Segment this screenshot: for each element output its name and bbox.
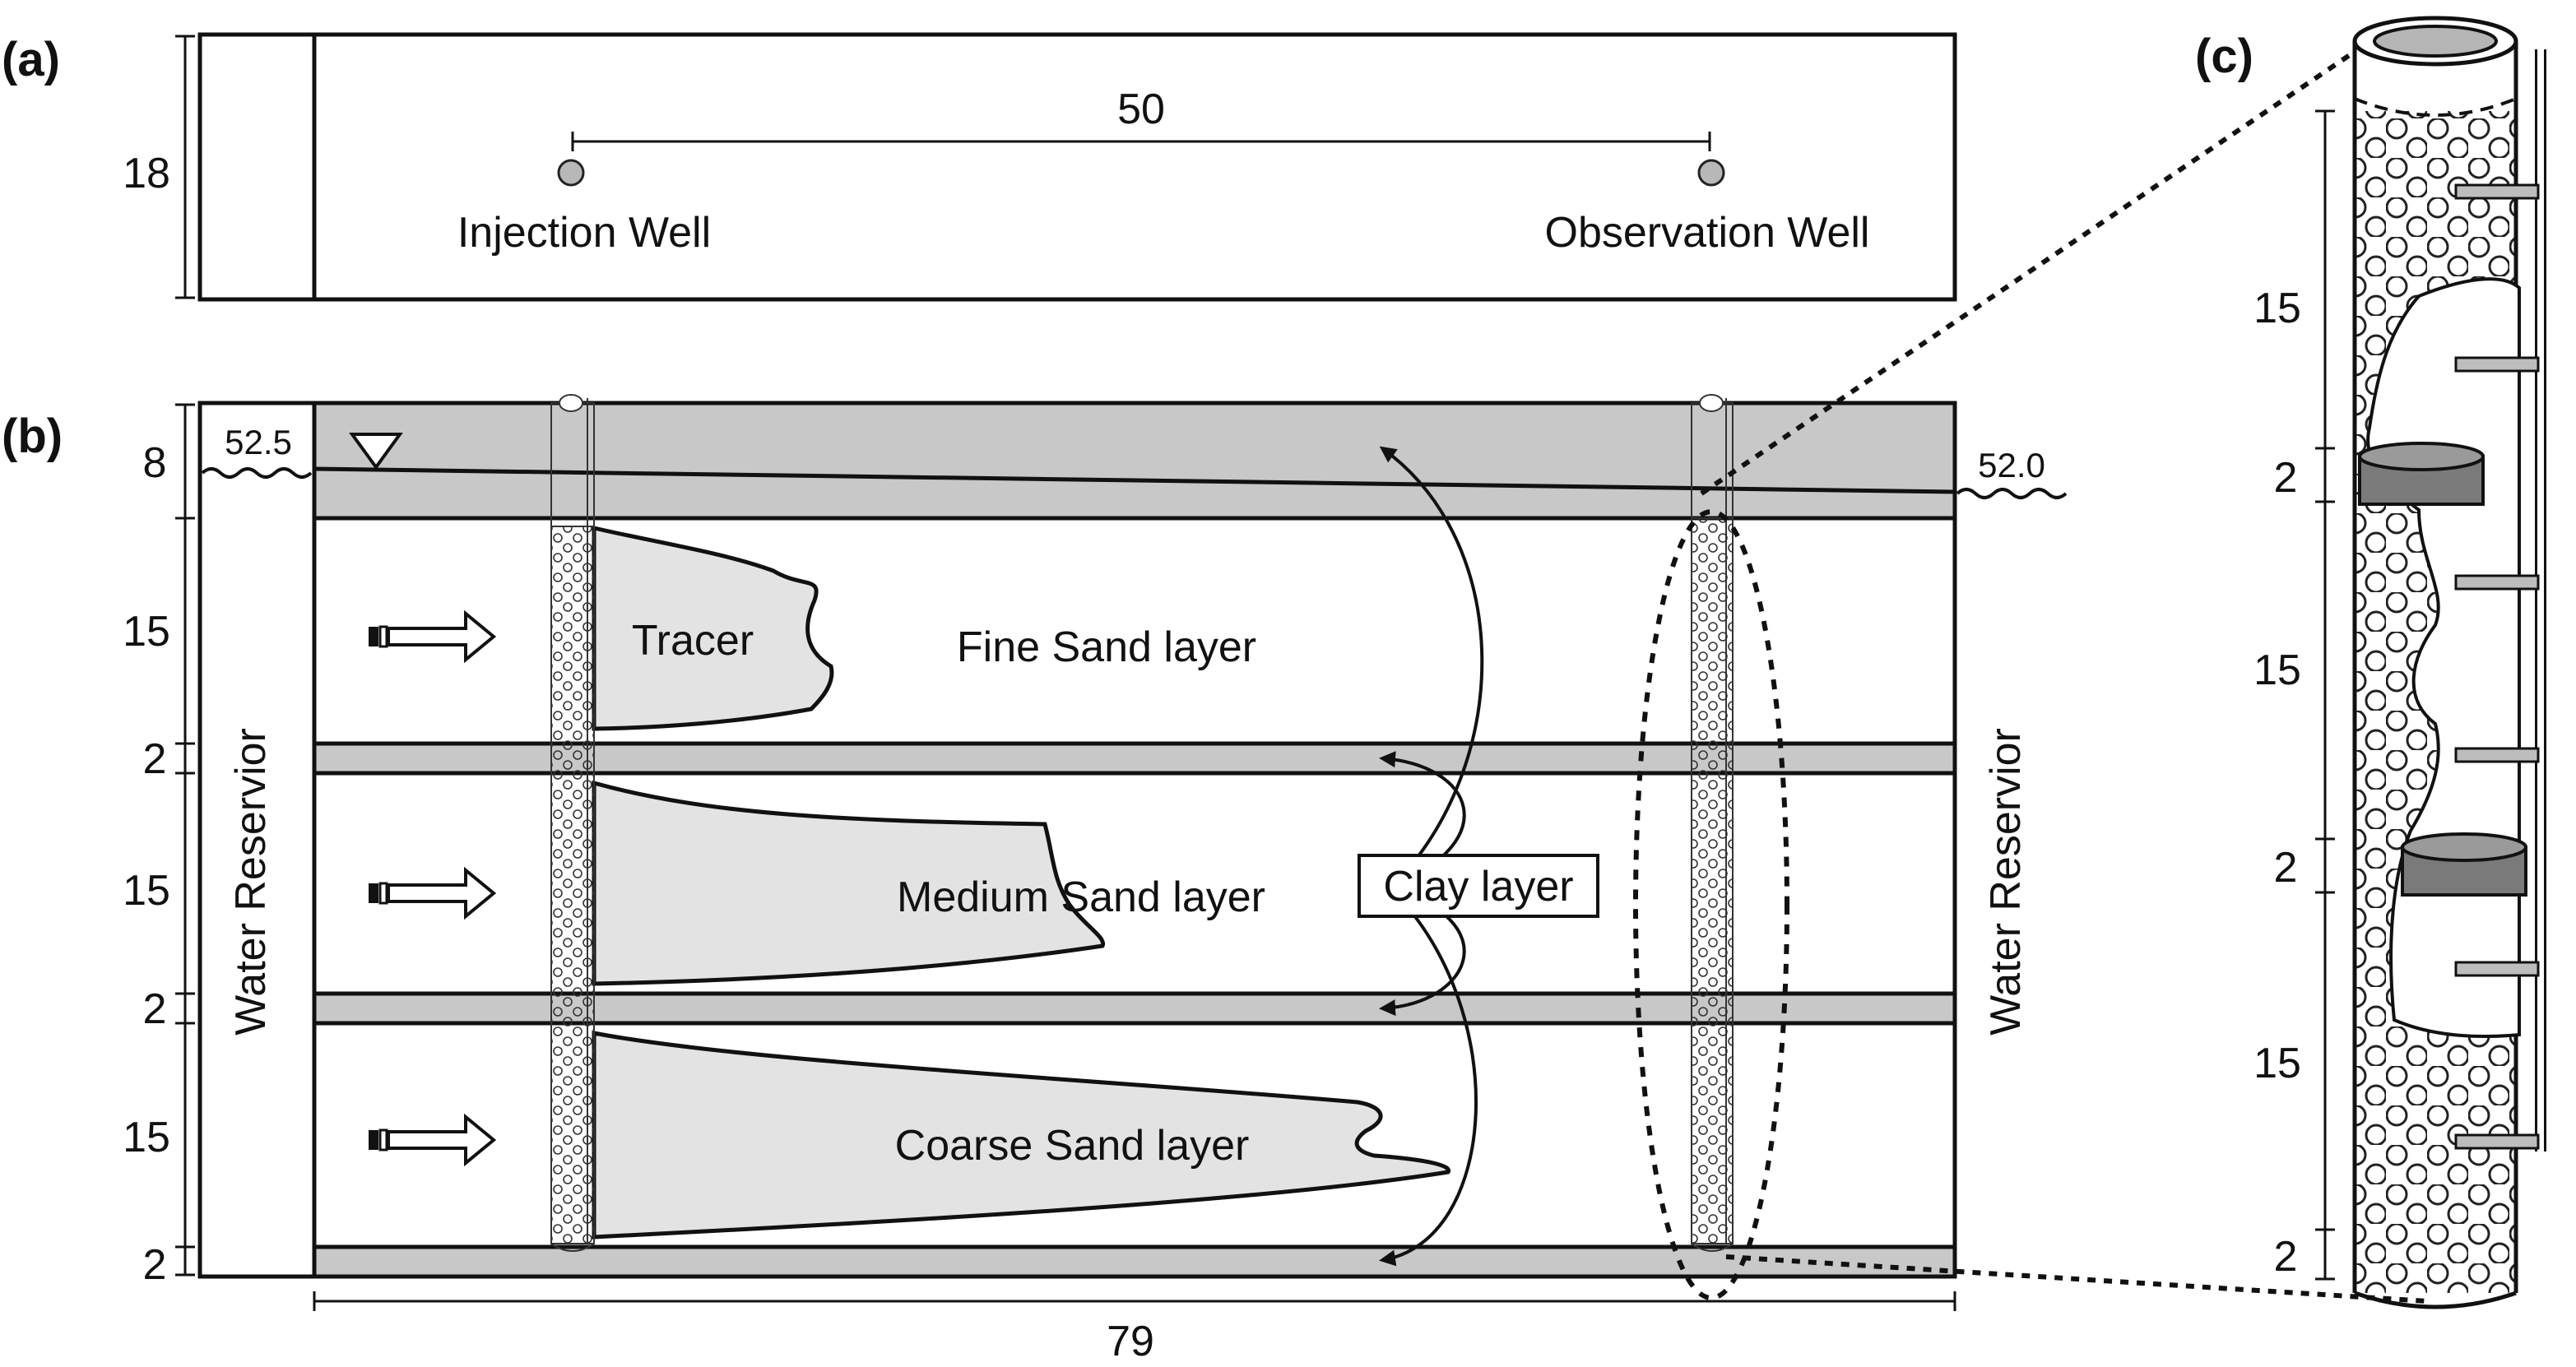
layer-dim-top-clay: 8 xyxy=(143,439,167,487)
tube-bottom-rim xyxy=(2354,1291,2517,1309)
panel-c-label: (c) xyxy=(2195,30,2253,83)
sampling-port-2 xyxy=(2454,356,2540,373)
sampling-port-6 xyxy=(2454,1133,2540,1150)
zoom-line-top xyxy=(1700,40,2369,496)
panel-c-well-detail: (c) xyxy=(2195,16,2546,1309)
tube-top-opening xyxy=(2373,25,2498,58)
plan-height-dimension xyxy=(175,35,195,299)
sampling-port-4 xyxy=(2454,747,2540,763)
right-reservoir-water xyxy=(1957,494,2067,1274)
left-water-surface xyxy=(201,467,313,479)
detail-dim-3: 15 xyxy=(2253,646,2301,694)
layer-dim-clay-2: 2 xyxy=(143,985,167,1033)
panel-b-cross-section: (b) 52.5 52.0 Water Reservior Water Rese… xyxy=(2,394,2068,1365)
panel-a-label: (a) xyxy=(2,33,60,86)
right-head-value: 52.0 xyxy=(1978,446,2045,484)
left-reservoir-label: Water Reservior xyxy=(227,728,275,1036)
flow-arrow-coarse xyxy=(369,1113,497,1167)
fine-sand-label: Fine Sand layer xyxy=(957,623,1256,671)
length-value: 79 xyxy=(1107,1318,1154,1365)
sampling-port-1 xyxy=(2454,183,2540,200)
tracer-label: Tracer xyxy=(632,617,754,665)
medium-sand-label: Medium Sand layer xyxy=(897,873,1265,921)
sampling-port-5 xyxy=(2454,961,2540,977)
right-reservoir-label: Water Reservior xyxy=(1982,728,2030,1036)
clay-arrow-bottom xyxy=(1379,887,1478,1267)
observation-well-bottom xyxy=(1691,1243,1734,1252)
flow-arrow-medium xyxy=(369,866,497,920)
layer-dim-coarse: 15 xyxy=(123,1114,170,1161)
left-head-value: 52.5 xyxy=(225,423,292,461)
plan-height-value: 18 xyxy=(123,150,170,197)
tracer-plume-fine xyxy=(592,525,834,731)
zoom-line-bottom xyxy=(1725,1254,2428,1304)
tracer-plume-coarse xyxy=(592,1030,1451,1240)
tracer-plume-medium xyxy=(592,780,1106,986)
observation-well-top xyxy=(1699,394,1724,412)
panel-a-plan-view: (a) 18 50 Injection Well Observation Wel… xyxy=(2,32,1957,302)
coarse-sand-label: Coarse Sand layer xyxy=(895,1122,1250,1170)
injection-well-top xyxy=(559,394,583,412)
detail-dimension-line xyxy=(2315,109,2335,1281)
layer-dim-fine: 15 xyxy=(123,608,170,656)
clay-layer-label: Clay layer xyxy=(1383,863,1573,911)
observation-well-marker xyxy=(1697,159,1725,187)
flow-arrow-fine xyxy=(369,609,497,664)
layer-dimension-line xyxy=(175,403,195,1277)
packer-upper xyxy=(2358,442,2485,506)
injection-well xyxy=(550,394,595,1252)
packer-lower xyxy=(2401,832,2527,897)
injection-well-bottom xyxy=(550,1243,595,1252)
layer-dim-clay-1: 2 xyxy=(143,735,167,783)
sampling-ports xyxy=(2454,183,2540,1150)
right-water-surface xyxy=(1956,488,2068,499)
well-distance-dimension xyxy=(571,132,1711,151)
clay-arrow-top xyxy=(1379,446,1484,890)
observation-well xyxy=(1691,394,1734,1252)
length-dimension xyxy=(313,1291,1956,1311)
detail-dim-1: 15 xyxy=(2253,285,2301,332)
observation-zone-highlight xyxy=(1633,509,1789,1300)
sampling-port-3 xyxy=(2454,574,2540,591)
layer-dim-clay-3: 2 xyxy=(143,1241,167,1289)
plan-view-box xyxy=(197,32,1957,302)
detail-dim-5: 15 xyxy=(2253,1040,2301,1087)
detail-dim-6: 2 xyxy=(2274,1233,2298,1281)
well-distance-value: 50 xyxy=(1117,86,1165,133)
observation-well-label: Observation Well xyxy=(1545,209,1870,257)
injection-well-label: Injection Well xyxy=(457,209,711,257)
detail-dim-2: 2 xyxy=(2274,454,2298,502)
top-clay-band xyxy=(312,401,1957,521)
panel-b-label: (b) xyxy=(2,410,63,463)
water-table-symbol xyxy=(349,433,403,470)
clay-layer-label-box xyxy=(1358,854,1599,918)
injection-well-marker xyxy=(557,159,585,187)
left-reservoir-water xyxy=(202,472,312,1274)
detail-dim-4: 2 xyxy=(2274,844,2298,892)
layer-dim-medium: 15 xyxy=(123,867,170,915)
